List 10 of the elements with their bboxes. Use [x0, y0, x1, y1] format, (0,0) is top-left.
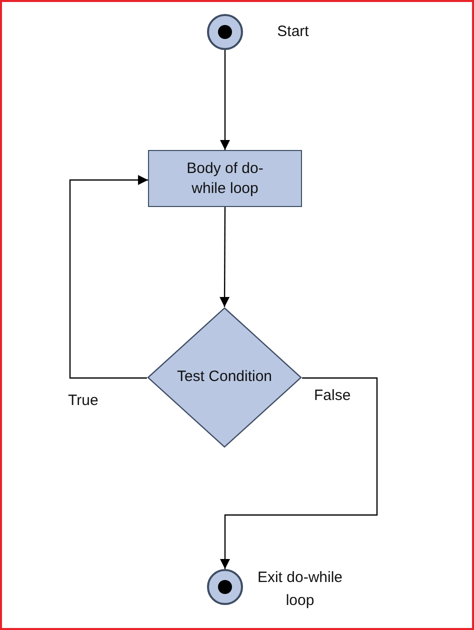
arrow [220, 207, 230, 307]
arrow [220, 377, 378, 569]
process-box [148, 150, 302, 207]
decision-text: Test Condition [176, 367, 272, 388]
process-text: Body of do-while loop [186, 158, 264, 198]
arrow [69, 175, 148, 379]
node-caption: Exit do-while loop [256, 568, 344, 611]
arrow [220, 50, 230, 150]
node-caption: Start [276, 22, 310, 42]
decision-diamond [147, 307, 302, 448]
